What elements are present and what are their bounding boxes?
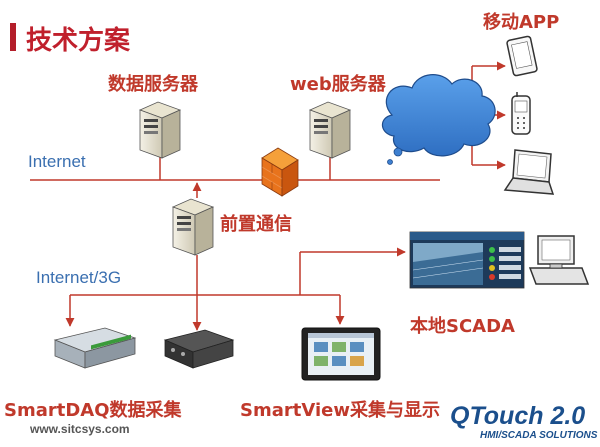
server-icon bbox=[171, 198, 215, 256]
server-icon bbox=[308, 101, 352, 159]
smartdaq-label: SmartDAQ数据采集 bbox=[4, 400, 182, 421]
server-icon bbox=[138, 101, 182, 159]
title-accent-bar bbox=[10, 23, 16, 51]
touch-panel-icon bbox=[301, 327, 381, 381]
desktop-icon bbox=[528, 235, 590, 285]
scada-screen bbox=[409, 231, 525, 289]
brand-tagline: HMI/SCADA SOLUTIONS bbox=[480, 430, 598, 441]
local-scada-label: 本地SCADA bbox=[410, 316, 515, 337]
data-server-label: 数据服务器 bbox=[108, 74, 198, 95]
website-link[interactable]: www.sitcsys.com bbox=[30, 422, 130, 436]
brand-logo: QTouch 2.0 bbox=[450, 402, 586, 430]
page-title: 技术方案 bbox=[26, 26, 131, 56]
web-server-label: web服务器 bbox=[290, 74, 386, 95]
laptop-icon bbox=[503, 149, 555, 195]
daq-device-icon bbox=[53, 327, 137, 369]
internet-label: Internet bbox=[28, 152, 86, 171]
front-comm-label: 前置通信 bbox=[220, 214, 292, 235]
firewall-icon bbox=[261, 147, 299, 197]
internet-3g-label: Internet/3G bbox=[36, 268, 122, 287]
cloud-icon bbox=[381, 74, 496, 165]
tablet-icon bbox=[506, 35, 538, 77]
daq-device-icon bbox=[163, 329, 235, 369]
mobile-app-label: 移动APP bbox=[483, 12, 560, 33]
phone-icon bbox=[511, 92, 531, 135]
smartview-label: SmartView采集与显示 bbox=[240, 400, 440, 421]
